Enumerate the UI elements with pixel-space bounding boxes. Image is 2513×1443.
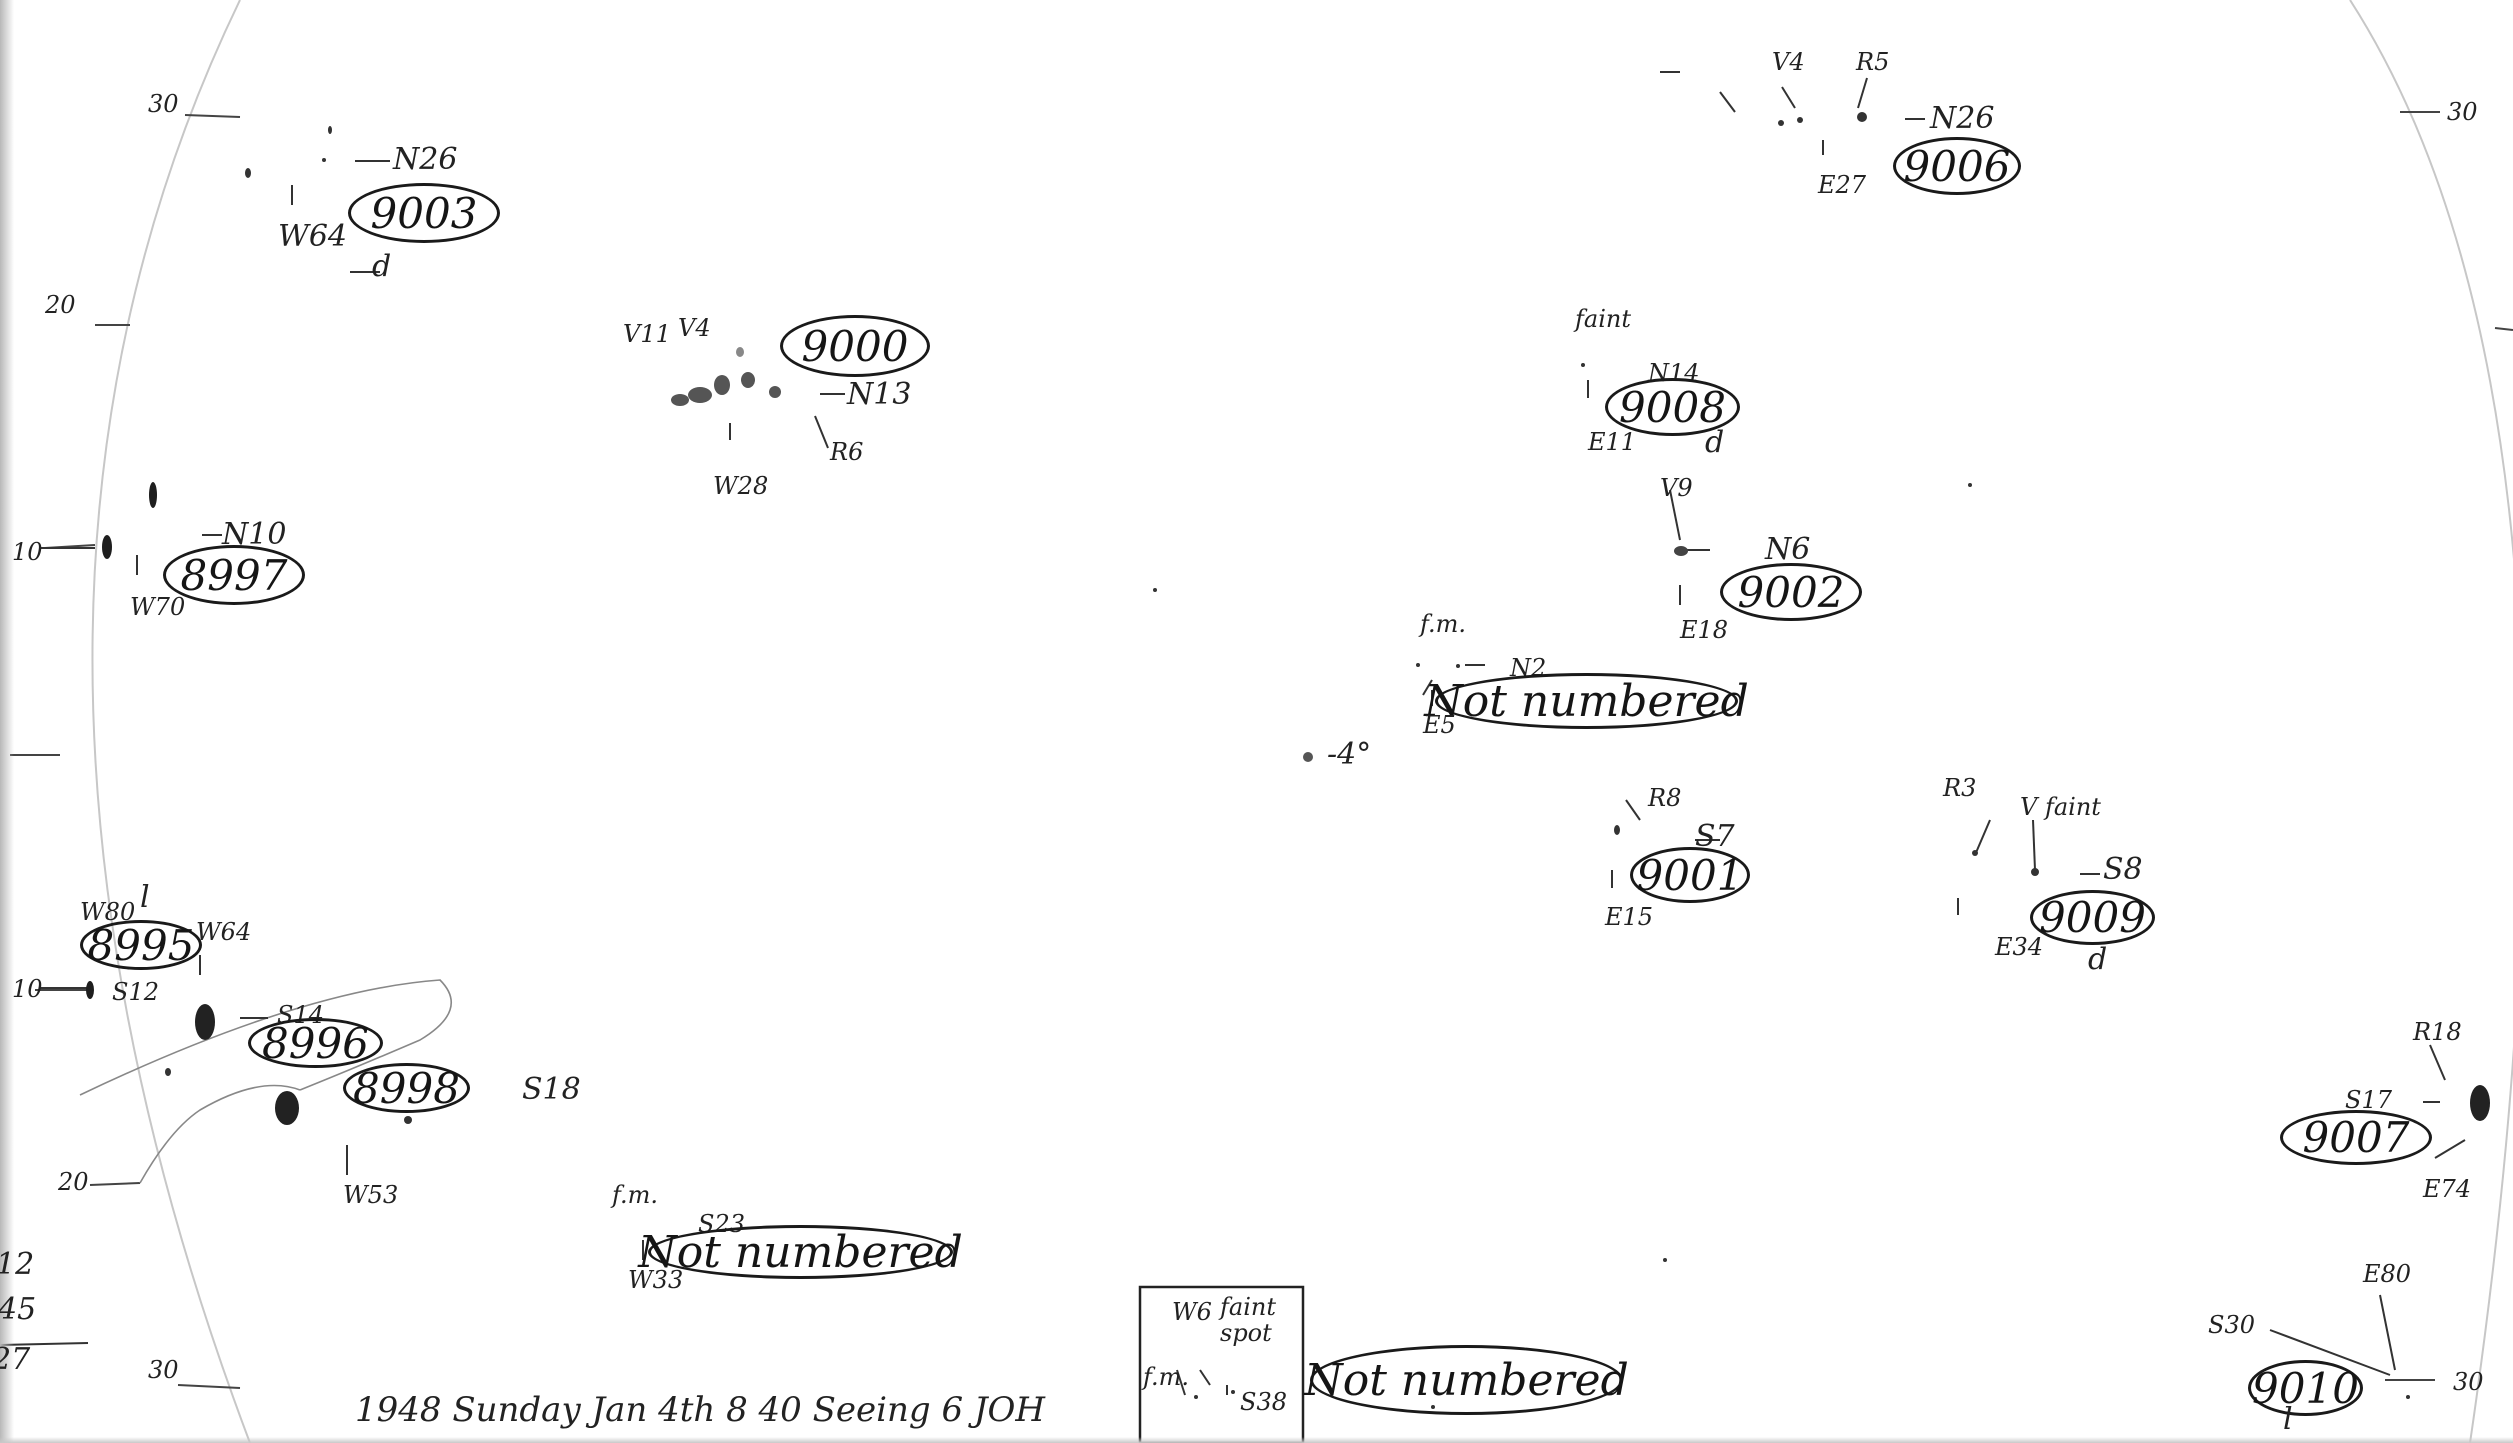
- group-9008-offset: E11: [1588, 428, 1637, 456]
- group-9006-offset: E27: [1818, 171, 1867, 199]
- group-9000-north: N13: [847, 377, 912, 412]
- group-9001-south: S7: [1695, 819, 1735, 854]
- group-9009-tag-right: V faint: [2020, 793, 2101, 821]
- group-8998-south: S18: [522, 1072, 581, 1107]
- boundary-curve-lower: [139, 1084, 301, 1184]
- unnumbered-3-label: Not numbered: [1304, 1345, 1629, 1415]
- group-9000-label: 9000: [780, 315, 930, 377]
- box-w6: W6: [1172, 1298, 1212, 1326]
- group-9002-north: N6: [1765, 532, 1811, 567]
- sunspots: [86, 112, 2490, 1409]
- box-fm: f.m.: [1143, 1363, 1190, 1391]
- group-9010-label: 9010: [2248, 1360, 2363, 1416]
- group-9003-north: N26: [393, 142, 458, 177]
- group-9007-tag: R18: [2413, 1018, 2462, 1046]
- group-9001-offset: E15: [1605, 903, 1654, 931]
- group-9003-label: 9003: [348, 183, 500, 243]
- group-9009-extra: d: [2088, 942, 2108, 977]
- group-9009-offset: E34: [1995, 933, 2044, 961]
- scale-label-bottom-right: 30: [2453, 1368, 2484, 1396]
- unnumbered-1-angle: -4°: [1327, 737, 1372, 772]
- group-9000-offset: W28: [713, 472, 769, 500]
- tick-left-lower-20: [89, 1182, 141, 1186]
- group-8995-south: S12: [112, 978, 159, 1006]
- unnumbered-box: [1138, 1285, 1305, 1443]
- group-9006-north: N26: [1930, 101, 1995, 136]
- group-9009-label: 9009: [2030, 890, 2155, 945]
- group-9008-label: 9008: [1605, 378, 1740, 436]
- group-9007-south: S17: [2345, 1086, 2392, 1114]
- group-9001-tag: R8: [1648, 784, 1682, 812]
- tick-right-mid: [2494, 327, 2513, 331]
- scale-label-left-lower-20: 20: [58, 1168, 89, 1196]
- box-south: S38: [1240, 1388, 1287, 1416]
- group-9008-extra: d: [1705, 425, 1725, 460]
- group-8995-extra: l: [140, 880, 150, 915]
- group-8996-label: 8996: [248, 1018, 383, 1068]
- group-9003-offset: W64: [278, 219, 348, 254]
- box-faint-spot: faint spot: [1220, 1293, 1276, 1348]
- group-9007-offset: E74: [2423, 1175, 2472, 1203]
- group-9000-tag-left: V11: [623, 320, 671, 348]
- group-9002-label: 9002: [1720, 563, 1862, 621]
- group-9010-extra: l: [2283, 1402, 2293, 1437]
- unnumbered-2-offset: W33: [628, 1266, 684, 1294]
- unnumbered-1-label: Not numbered: [1424, 673, 1749, 729]
- group-9010-south: S30: [2208, 1311, 2255, 1339]
- group-9009-tag-left: R3: [1943, 774, 1977, 802]
- group-8997-offset: W70: [130, 593, 186, 621]
- unnumbered-1-offset: E5: [1423, 711, 1456, 739]
- group-9002-tag: V9: [1660, 474, 1693, 502]
- group-9001-label: 9001: [1630, 847, 1750, 903]
- unnumbered-1-tag: f.m.: [1420, 610, 1467, 638]
- margin-note-2: 45: [0, 1292, 37, 1327]
- footer-note: 1948 Sunday Jan 4th 8 40 Seeing 6 JOH: [355, 1390, 1046, 1430]
- scale-label-left-center: 10: [12, 538, 43, 566]
- scale-label-bottom-left: 30: [148, 1356, 179, 1384]
- group-9003-extra: d: [372, 249, 392, 284]
- left-edge-shadow: [0, 0, 14, 1443]
- group-9010-offset: E80: [2363, 1260, 2412, 1288]
- bottom-edge-shadow: [0, 1437, 2513, 1443]
- scale-label-left-lower-10: 10: [12, 975, 43, 1003]
- group-9006-tag-left: V4: [1772, 48, 1805, 76]
- group-9002-offset: E18: [1680, 616, 1729, 644]
- tick-top-left: [184, 114, 241, 118]
- group-8997-label: 8997: [163, 545, 305, 605]
- left-limb-arc: [91, 0, 251, 1443]
- group-9006-tag-right: R5: [1856, 48, 1890, 76]
- margin-note-1: 12: [0, 1247, 35, 1282]
- group-9009-south: S8: [2103, 852, 2143, 887]
- scale-label-top-left: 30: [148, 90, 179, 118]
- scale-label-top-right: 30: [2447, 98, 2478, 126]
- group-9008-tag: faint: [1575, 305, 1631, 333]
- margin-note-3: 27: [0, 1342, 31, 1377]
- scale-label-left-upper: 20: [45, 291, 76, 319]
- group-9000-tag-mid: V4: [678, 314, 711, 342]
- group-8998-label: 8998: [343, 1063, 470, 1113]
- group-9000-tag-right: R6: [830, 438, 864, 466]
- unnumbered-2-tag: f.m.: [612, 1181, 659, 1209]
- tick-bottom-left: [177, 1384, 241, 1389]
- group-8996-offset: W64: [196, 918, 252, 946]
- group-8998-offset: W53: [343, 1181, 399, 1209]
- group-9007-label: 9007: [2280, 1110, 2432, 1165]
- group-8995-label: 8995: [80, 920, 202, 970]
- group-9006-label: 9006: [1893, 137, 2021, 195]
- right-limb-arc: [2349, 0, 2513, 1443]
- unnumbered-2-label: Not numbered: [638, 1225, 963, 1279]
